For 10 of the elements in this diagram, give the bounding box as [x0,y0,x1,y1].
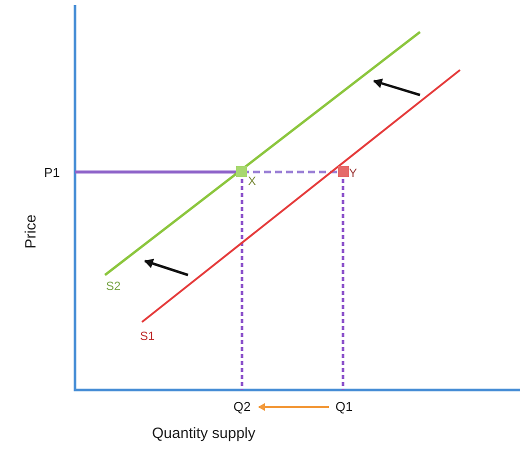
axis-title: Price [24,214,39,249]
axis-tick-label: P1 [44,166,60,179]
axis-tick-label: Q1 [331,398,357,416]
point-label: X [248,175,256,187]
point-label: Y [349,167,358,179]
curve-label: S1 [140,330,155,342]
curve-label: S2 [106,280,121,292]
arrow [258,403,329,411]
axis-tick-label: Q2 [229,398,255,416]
axis-title: Quantity supply [152,426,256,441]
